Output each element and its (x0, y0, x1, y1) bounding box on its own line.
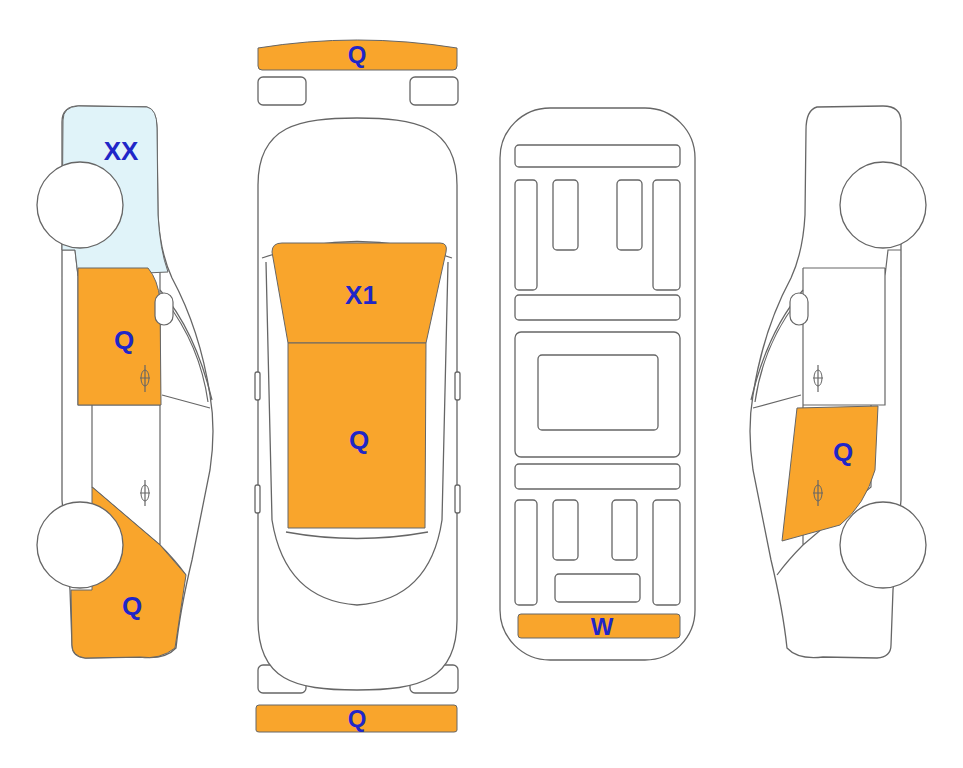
side-mirror (255, 372, 260, 400)
panel-shape-group (272, 243, 446, 343)
part-label: W (591, 615, 614, 639)
top-view (255, 77, 460, 693)
side-mirror (455, 485, 460, 513)
right-side-view (750, 106, 901, 658)
frame-part (515, 180, 537, 290)
panel-fill (518, 614, 680, 638)
panel-shape-group (518, 614, 680, 638)
panel-shape-group (782, 406, 878, 541)
part-label: Q (348, 43, 367, 67)
panel-shape-group (78, 268, 161, 405)
panel-shape-group (62, 106, 168, 276)
roof-panel: Q (284, 339, 430, 533)
side-mirror (455, 372, 460, 400)
bumper-panel: Q (252, 701, 461, 736)
part-label: X1 (345, 282, 377, 308)
part-label: Q (349, 427, 369, 453)
frame-part (653, 180, 680, 290)
underbody-panel: W (514, 610, 684, 642)
panel-fill (782, 406, 878, 541)
fender-panel: XX (58, 102, 173, 280)
part-label: Q (114, 327, 134, 353)
panel-fill (71, 487, 186, 658)
frame-part (515, 145, 680, 167)
panel-outline (58, 102, 173, 280)
panel-shape-group (71, 487, 186, 658)
frame-part (653, 500, 680, 605)
side-mirror (255, 485, 260, 513)
frame-part (515, 295, 680, 320)
left-side-view (62, 106, 213, 658)
mirror-outline (258, 77, 306, 105)
panel-fill (256, 705, 457, 732)
panel-shape-group (258, 40, 457, 70)
panel-shape-group (288, 343, 426, 528)
frame-part (515, 332, 680, 457)
car-body (500, 108, 695, 660)
cabin-line (262, 242, 452, 606)
part-label: Q (122, 593, 142, 619)
panel-fill (78, 268, 161, 405)
mirror-outline (410, 77, 458, 105)
panel-fill (258, 40, 457, 70)
frame-part (555, 574, 640, 602)
frame-part (617, 180, 642, 250)
frame-part (612, 500, 637, 560)
quarter-panel: Q (68, 483, 190, 663)
frame-part (515, 464, 680, 489)
panel-shape-group (256, 705, 457, 732)
panel-fill (272, 243, 446, 343)
panel-fill (62, 106, 168, 276)
panel-fill (288, 343, 426, 528)
door-panel: Q (778, 402, 882, 545)
panel-outline (778, 402, 882, 545)
frame-part (553, 180, 578, 250)
car-body (258, 118, 457, 690)
panel-outline (68, 483, 190, 663)
frame-part (538, 355, 658, 430)
part-label: Q (833, 439, 853, 465)
frame-part (553, 500, 578, 560)
frame-part (515, 500, 537, 605)
part-label: Q (348, 707, 367, 731)
bumper-panel: Q (255, 34, 460, 74)
windshield-panel: X1 (268, 239, 452, 347)
door-panel: Q (74, 264, 166, 409)
part-label: XX (104, 138, 139, 164)
underside-view (500, 108, 695, 660)
